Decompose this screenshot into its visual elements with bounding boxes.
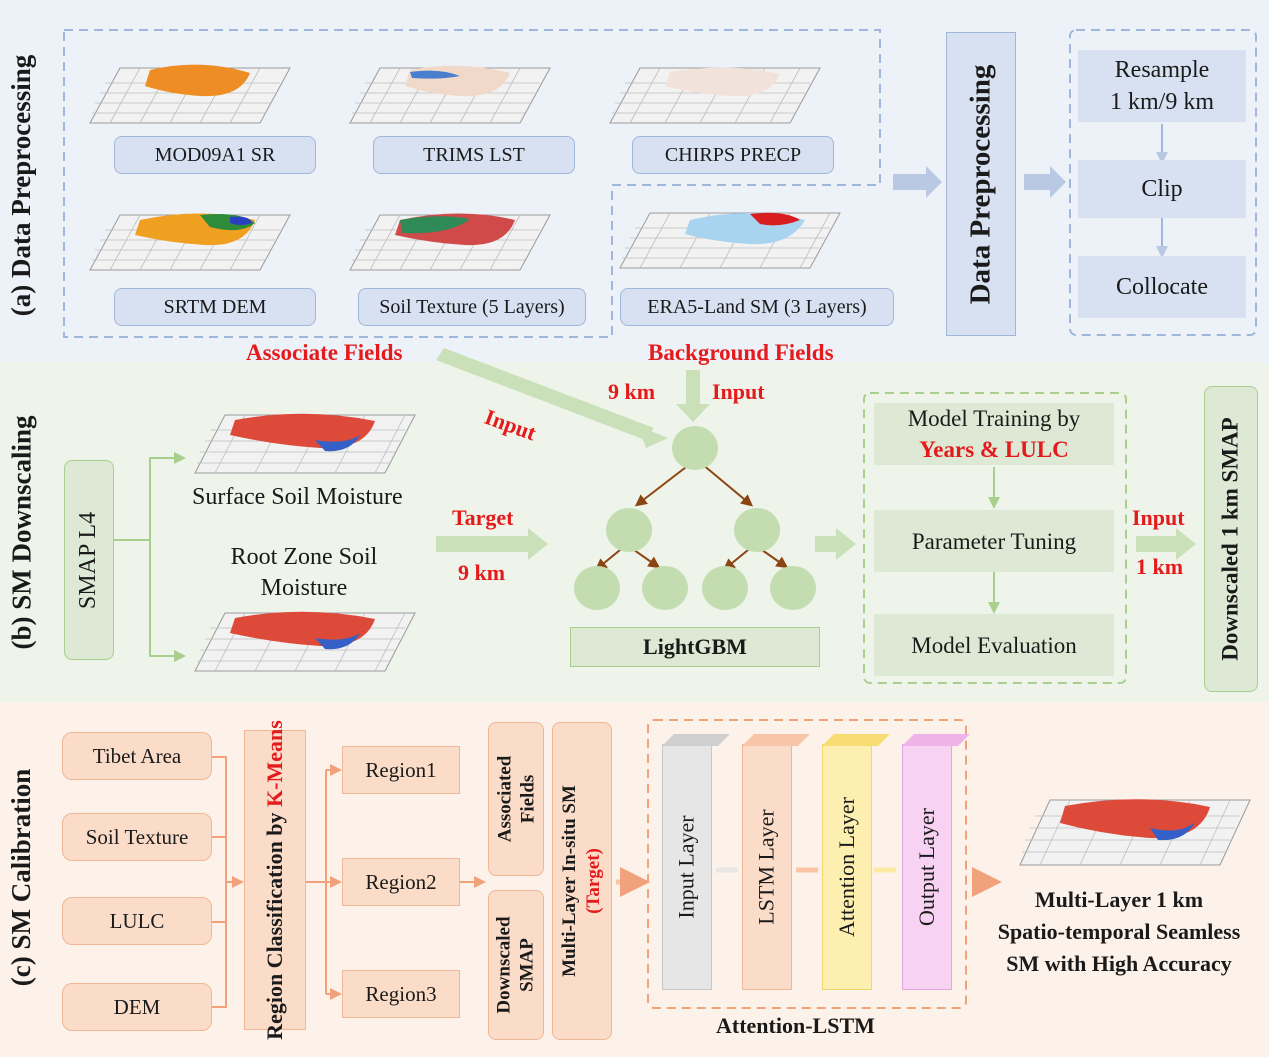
parameter-tuning-box: Parameter Tuning: [874, 510, 1114, 572]
downscaled-smap-input-box: Downscaled SMAP: [488, 890, 544, 1040]
tree-leaf-2: [642, 566, 688, 610]
model-training-box: Model Training by Years & LULC: [874, 403, 1114, 465]
region-2: Region2: [342, 858, 460, 906]
map-calibrated-sm: [1019, 799, 1251, 866]
output-layer: Output Layer: [902, 744, 952, 990]
step-collocate: Collocate: [1078, 256, 1246, 318]
input-soil-texture: Soil Texture: [62, 813, 212, 861]
attention-lstm-label: Attention-LSTM: [716, 1013, 875, 1038]
tree-node-root: [672, 426, 718, 470]
data-preprocessing-box: Data Preprocessing: [946, 32, 1016, 336]
downscaled-smap-box: Downscaled 1 km SMAP: [1204, 386, 1258, 692]
tree-leaf-4: [770, 566, 816, 610]
map-srtm-dem: [89, 213, 291, 271]
output-layer-top: [902, 734, 970, 746]
input-layer: Input Layer: [662, 744, 712, 990]
region-classification-box: Region Classification by K-Means: [244, 720, 306, 1040]
map-chirps: [609, 67, 821, 124]
step-resample: Resample 1 km/9 km: [1078, 50, 1246, 122]
tree-node-l1-right: [734, 508, 780, 552]
dataset-label-mod09a1: MOD09A1 SR: [114, 136, 316, 174]
dataset-label-chirps: CHIRPS PRECP: [632, 136, 834, 174]
background-fields-label: Background Fields: [648, 340, 834, 365]
associate-fields-label: Associate Fields: [246, 340, 403, 365]
dataset-label-trims-lst: TRIMS LST: [373, 136, 575, 174]
tree-node-l1-left: [606, 508, 652, 552]
surface-sm-label: Surface Soil Moisture: [192, 484, 403, 510]
root-zone-sm-label: Root Zone Soil Moisture: [230, 544, 378, 601]
map-trims-lst: [349, 65, 551, 124]
map-surface-sm: [194, 413, 416, 474]
map-soil-texture: [349, 213, 551, 271]
region-3: Region3: [342, 970, 460, 1018]
input-tibet-area: Tibet Area: [62, 732, 212, 780]
input-lulc: LULC: [62, 897, 212, 945]
input-dem: DEM: [62, 983, 212, 1031]
region-1: Region1: [342, 746, 460, 794]
lightgbm-label-box: LightGBM: [570, 627, 820, 667]
dataset-label-soil-texture: Soil Texture (5 Layers): [358, 288, 586, 326]
insitu-sm-box: Multi-Layer In-situ SM (Target): [552, 722, 612, 1040]
tree-leaf-1: [574, 566, 620, 610]
map-era5-land: [619, 212, 841, 269]
lstm-layer: LSTM Layer: [742, 744, 792, 990]
tree-leaf-3: [702, 566, 748, 610]
associated-fields-box: Associated Fields: [488, 722, 544, 876]
res-1km-label: 1 km: [1136, 554, 1184, 579]
smap-l4-box: SMAP L4: [64, 460, 114, 660]
result-caption: Multi-Layer 1 km Spatio-temporal Seamles…: [997, 887, 1241, 976]
res-9km-target: 9 km: [458, 560, 506, 585]
map-mod09a1: [89, 64, 291, 124]
dataset-label-era5-land: ERA5-Land SM (3 Layers): [620, 288, 894, 326]
lstm-layer-top: [742, 734, 810, 746]
target-label: Target: [452, 505, 514, 530]
attention-layer-top: [822, 734, 890, 746]
map-root-zone-sm: [194, 611, 416, 672]
step-clip: Clip: [1078, 160, 1246, 218]
input-label-output: Input: [1132, 505, 1185, 530]
model-evaluation-box: Model Evaluation: [874, 614, 1114, 676]
res-9km-top: 9 km: [608, 379, 656, 404]
attention-layer: Attention Layer: [822, 744, 872, 990]
input-layer-top: [662, 734, 730, 746]
input-label-background: Input: [712, 379, 765, 404]
dataset-label-srtm-dem: SRTM DEM: [114, 288, 316, 326]
